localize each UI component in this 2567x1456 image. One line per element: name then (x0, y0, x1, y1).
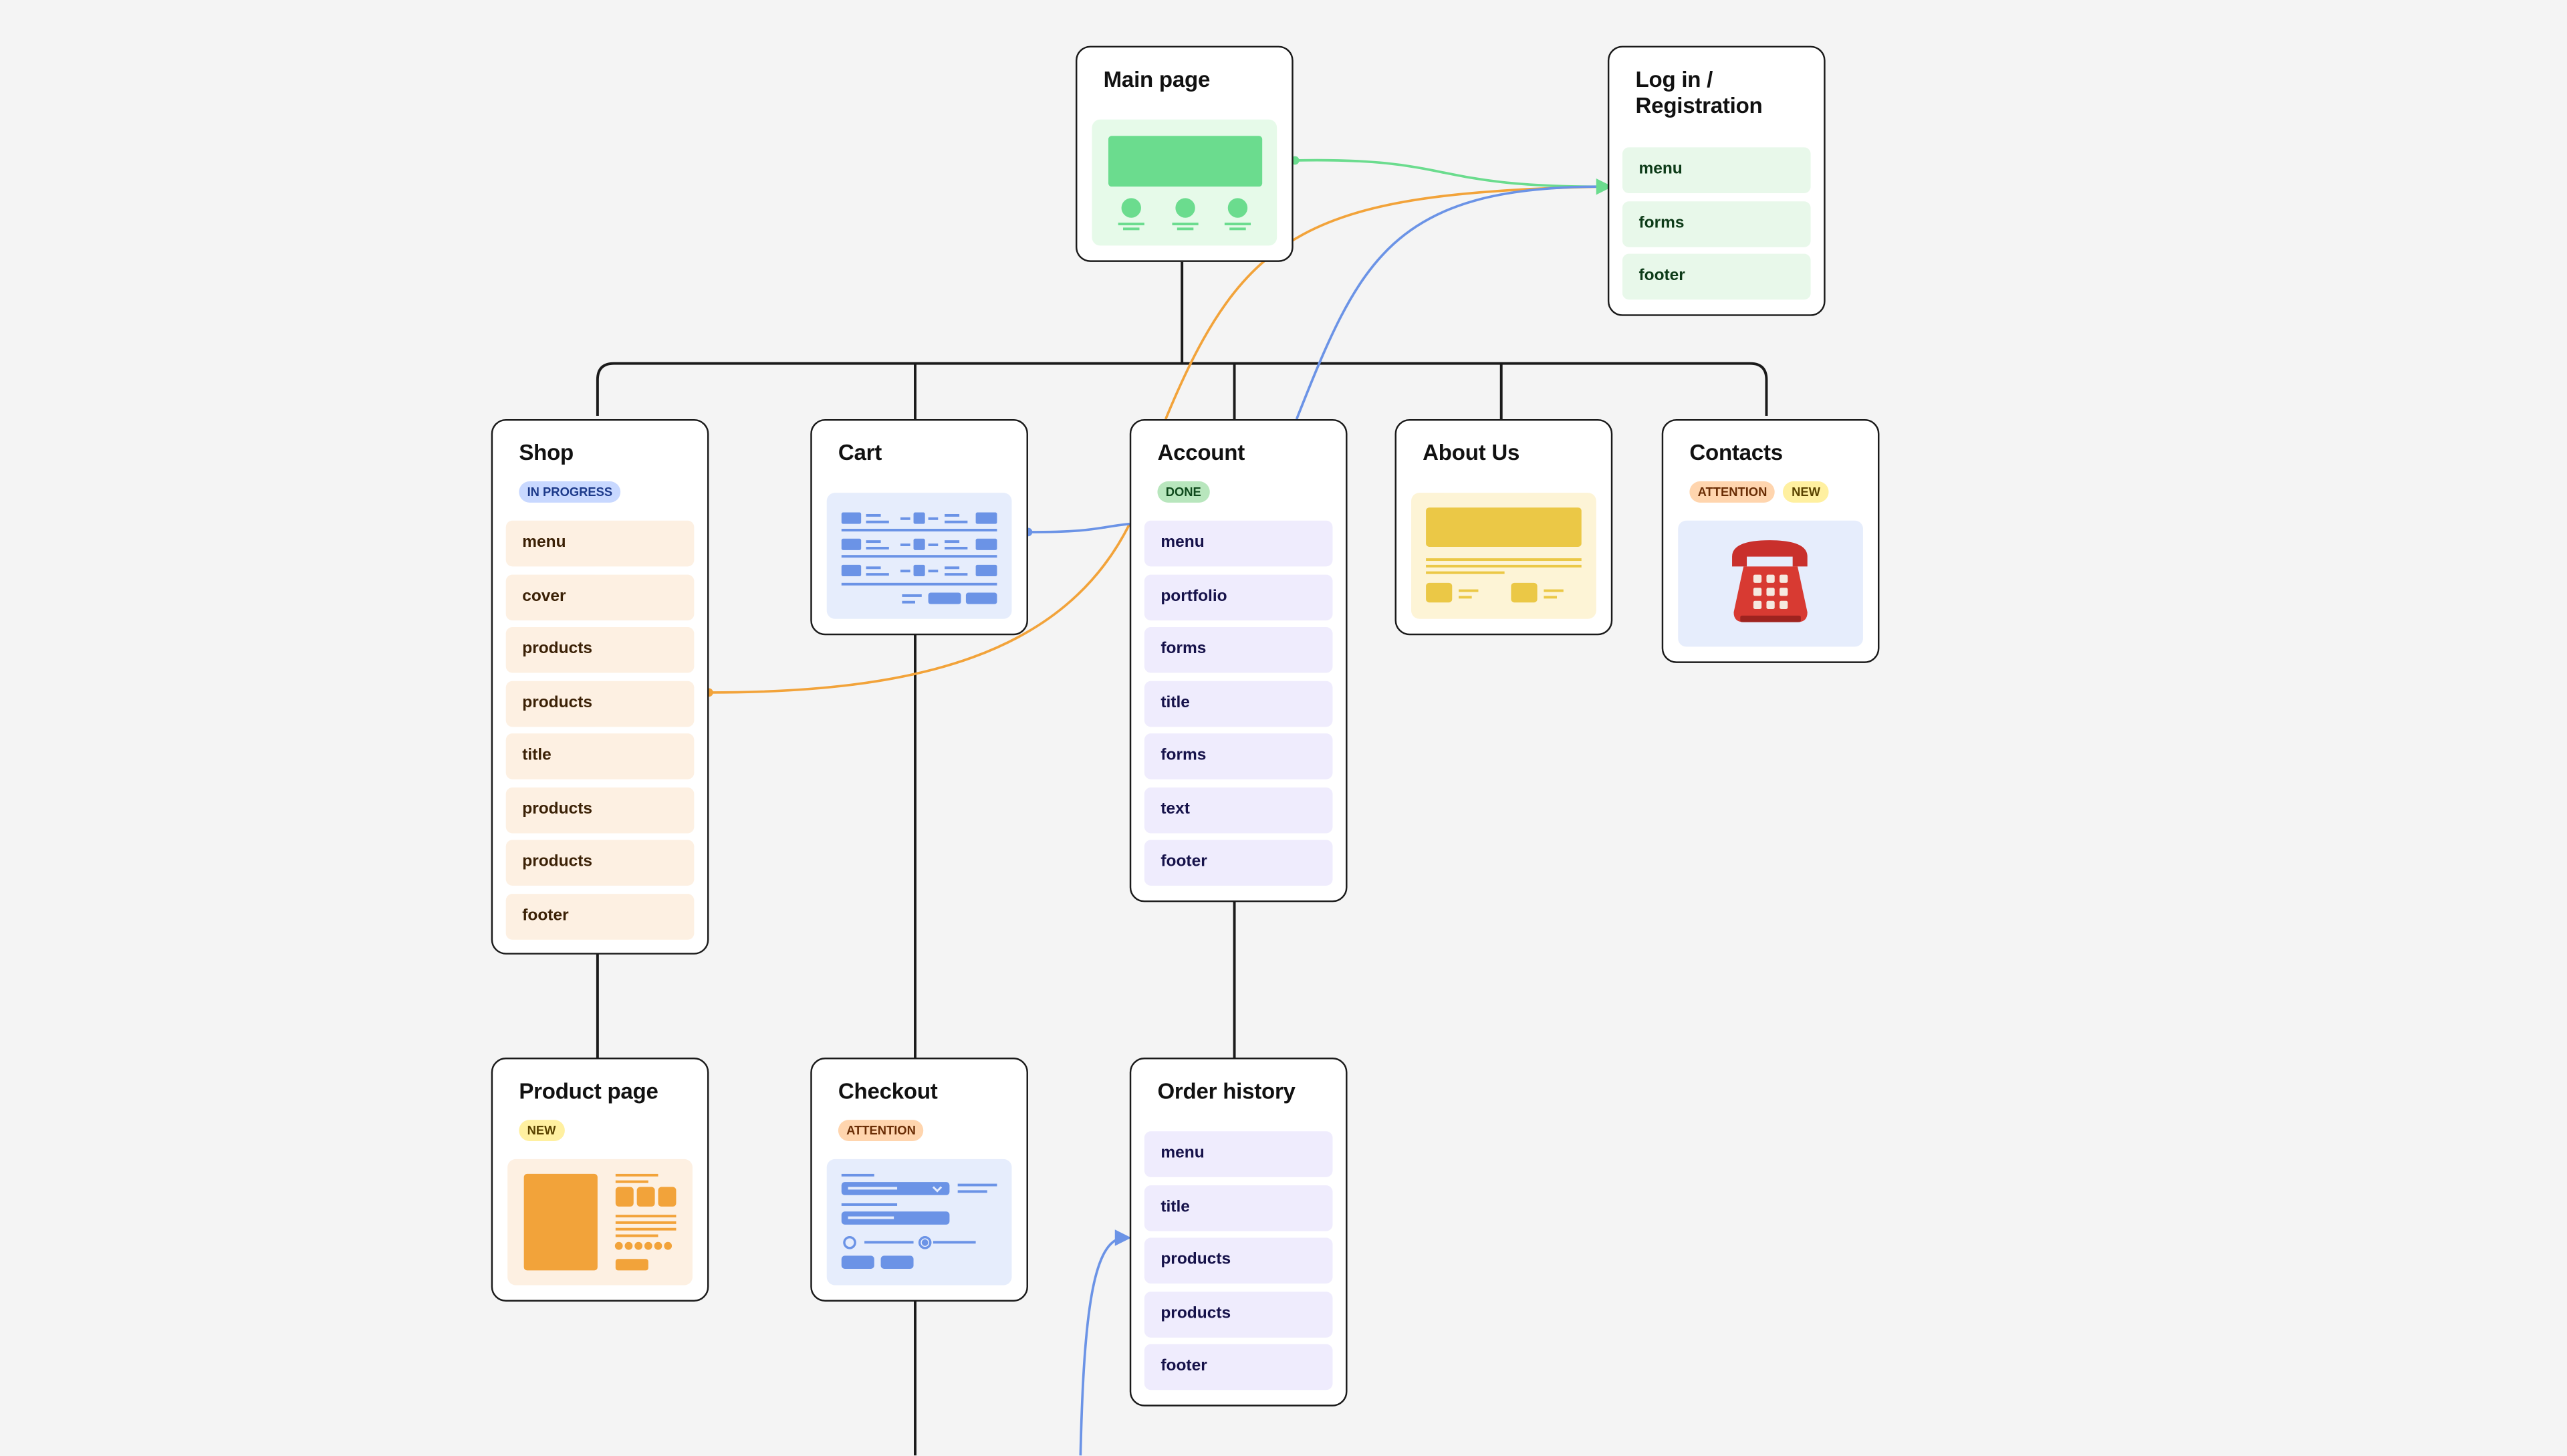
checkout-thumbnail (826, 1159, 1012, 1286)
section-item[interactable]: forms (1144, 733, 1333, 779)
cart-card[interactable]: Cart (810, 418, 1028, 636)
section-item[interactable]: products (1144, 1291, 1333, 1337)
telephone-icon (1732, 540, 1808, 622)
status-badge-new: NEW (519, 1120, 564, 1141)
card-title: Shop (519, 440, 574, 465)
order-history-card[interactable]: Order history menu title products produc… (1129, 1058, 1348, 1407)
blue-link-cart (1027, 522, 1130, 533)
section-item[interactable]: menu (1144, 1131, 1333, 1177)
status-badge-attention: ATTENTION (838, 1120, 925, 1141)
orders-arrowhead (1114, 1229, 1132, 1246)
section-item[interactable]: forms (1622, 201, 1811, 247)
section-item[interactable]: footer (1144, 1344, 1333, 1390)
orange-link-shop (709, 523, 1131, 694)
about-us-thumbnail (1411, 493, 1596, 619)
section-item[interactable]: products (1144, 1237, 1333, 1284)
status-badge-new: NEW (1783, 481, 1829, 503)
section-item[interactable]: footer (505, 892, 695, 939)
blue-link-top (1295, 185, 1602, 420)
product-page-card[interactable]: Product page NEW (491, 1058, 709, 1302)
card-title: Order history (1157, 1078, 1296, 1104)
login-arrowhead (1596, 178, 1613, 195)
section-item[interactable]: products (505, 680, 695, 727)
section-item[interactable]: forms (1144, 626, 1333, 673)
card-title: Main page (1103, 67, 1211, 92)
about-us-card[interactable]: About Us (1394, 418, 1613, 636)
shop-card[interactable]: Shop IN PROGRESS menu cover products pro… (491, 418, 709, 955)
section-item[interactable]: products (505, 786, 695, 833)
account-card[interactable]: Account DONE menu portfolio forms title … (1129, 418, 1348, 902)
card-title: Account (1157, 440, 1245, 465)
section-item[interactable]: text (1144, 786, 1333, 833)
status-badge-attention: ATTENTION (1689, 481, 1776, 503)
card-title: About Us (1423, 440, 1520, 465)
card-title: Product page (519, 1078, 658, 1104)
cart-thumbnail (826, 493, 1012, 619)
orange-link-top (1164, 185, 1602, 420)
section-item[interactable]: menu (1144, 520, 1333, 567)
status-badge-done: DONE (1157, 481, 1210, 503)
section-item[interactable]: footer (1144, 840, 1333, 886)
contacts-thumbnail (1678, 520, 1863, 647)
checkout-card[interactable]: Checkout ATTENTION (810, 1058, 1028, 1302)
section-item[interactable]: cover (505, 574, 695, 620)
status-badge-in-progress: IN PROGRESS (519, 481, 621, 503)
tree-bus (596, 362, 1768, 416)
blue-link-orders (1079, 1236, 1124, 1456)
section-item[interactable]: products (505, 840, 695, 886)
section-item[interactable]: title (505, 733, 695, 779)
section-item[interactable]: products (505, 626, 695, 673)
section-item[interactable]: portfolio (1144, 574, 1333, 620)
contacts-card[interactable]: Contacts ATTENTION NEW (1661, 418, 1880, 663)
section-item[interactable]: menu (1622, 147, 1811, 193)
card-title: Contacts (1689, 440, 1783, 465)
product-page-thumbnail (507, 1159, 693, 1286)
section-item[interactable]: footer (1622, 253, 1811, 300)
section-item[interactable]: title (1144, 680, 1333, 727)
card-title: Cart (838, 440, 882, 465)
main-page-thumbnail (1092, 119, 1277, 246)
main-page-card[interactable]: Main page (1075, 45, 1294, 262)
green-link (1293, 158, 1602, 189)
card-title: Checkout (838, 1078, 938, 1104)
card-title: Log in / Registration (1635, 67, 1763, 118)
section-item[interactable]: menu (505, 520, 695, 567)
login-registration-card[interactable]: Log in / Registration menu forms footer (1607, 45, 1826, 316)
section-item[interactable]: title (1144, 1184, 1333, 1231)
